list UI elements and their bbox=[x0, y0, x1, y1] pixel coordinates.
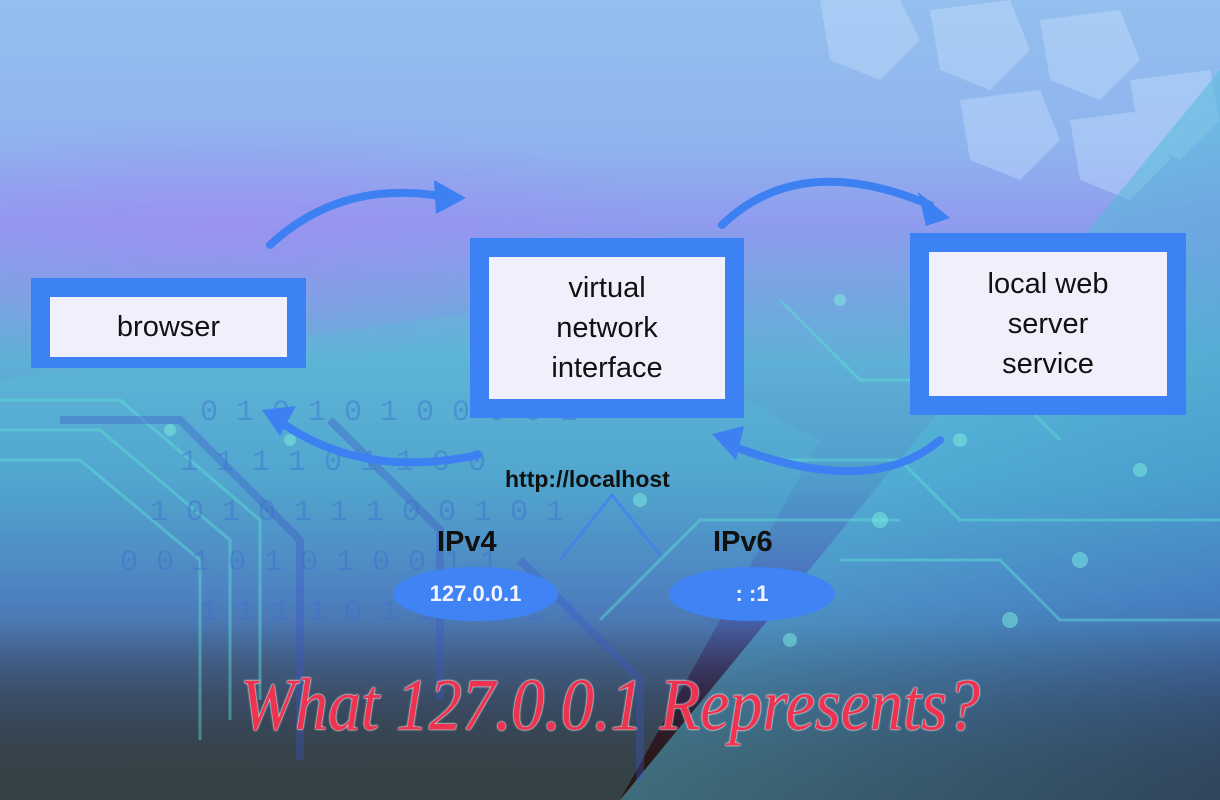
ipv6-address: : :1 bbox=[735, 581, 769, 606]
hostname-label: http://localhost bbox=[505, 466, 670, 492]
node-local-web-server-service: local web server service bbox=[910, 233, 1186, 415]
node-text: network bbox=[556, 312, 658, 344]
arrowhead-icon bbox=[918, 192, 950, 226]
flow-arrows bbox=[266, 177, 944, 562]
node-text: browser bbox=[116, 311, 221, 343]
arrow-vni-to-server bbox=[718, 177, 934, 229]
node-browser-label: browser bbox=[50, 297, 287, 357]
page-title: What 127.0.0.1 Represents? bbox=[240, 664, 980, 747]
arrow-vni-to-browser bbox=[274, 416, 482, 467]
node-text: server bbox=[1007, 308, 1089, 340]
node-lws-label: local web server service bbox=[929, 252, 1167, 396]
branch-line-ipv4 bbox=[558, 493, 614, 562]
node-virtual-network-interface: virtual network interface bbox=[470, 238, 744, 418]
arrow-server-to-vni bbox=[726, 436, 944, 476]
ipv4-label: IPv4 bbox=[437, 526, 497, 558]
node-text: interface bbox=[551, 352, 663, 384]
branch-line-ipv6 bbox=[610, 493, 662, 557]
ipv6-label: IPv6 bbox=[713, 526, 773, 558]
arrowhead-icon bbox=[712, 426, 744, 460]
ipv6-address-pill: : :1 bbox=[669, 567, 835, 621]
svg-text:1 0 1 0 1 1 1 0 0 1 0 1: 1 0 1 0 1 1 1 0 0 1 0 1 bbox=[150, 496, 564, 530]
node-text: service bbox=[1002, 348, 1094, 380]
node-text: local web bbox=[987, 268, 1109, 300]
node-text: virtual bbox=[568, 272, 646, 304]
ipv4-address: 127.0.0.1 bbox=[429, 581, 522, 606]
node-browser: browser bbox=[31, 278, 306, 368]
arrow-browser-to-vni bbox=[266, 188, 444, 249]
arrowhead-icon bbox=[434, 180, 466, 214]
ipv4-address-pill: 127.0.0.1 bbox=[393, 567, 558, 621]
node-vni-label: virtual network interface bbox=[489, 257, 725, 399]
arrowhead-icon bbox=[262, 406, 296, 436]
